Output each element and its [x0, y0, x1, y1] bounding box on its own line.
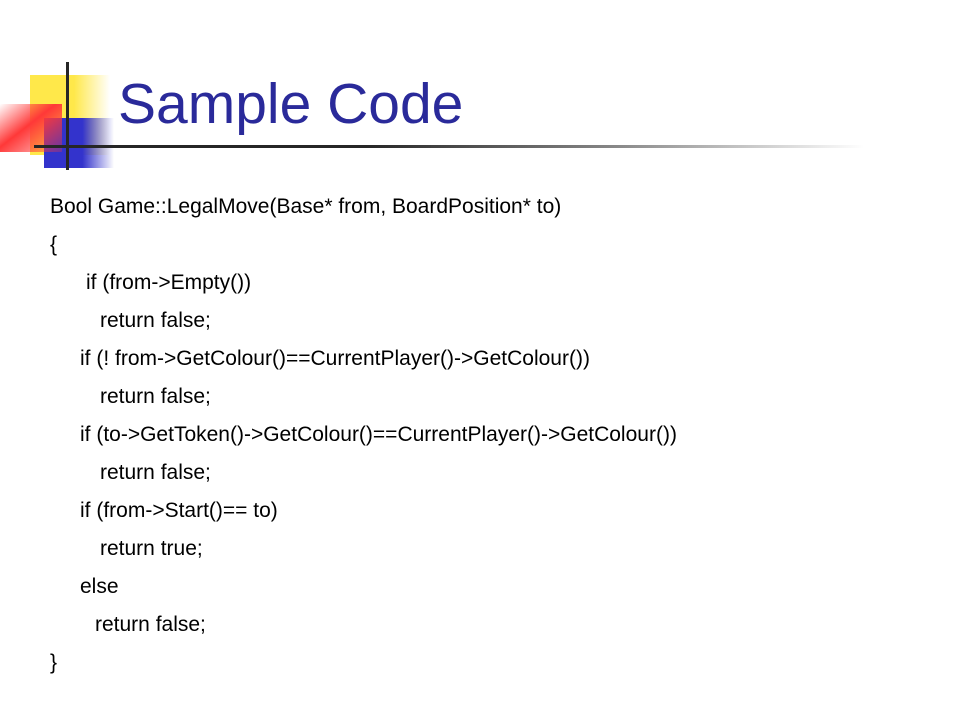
code-line: if (from->Start()== to) [80, 499, 278, 522]
code-line: return false; [100, 461, 211, 484]
code-line: else [80, 575, 119, 598]
code-line: return false; [100, 309, 211, 332]
code-line: if (to->GetToken()->GetColour()==Current… [80, 423, 677, 446]
code-line: return true; [100, 537, 203, 560]
code-line: { [50, 233, 58, 256]
code-line: } [50, 651, 58, 674]
vertical-accent-line [66, 62, 69, 170]
code-line: if (from->Empty()) [86, 271, 252, 294]
code-line: Bool Game::LegalMove(Base* from, BoardPo… [50, 195, 562, 218]
red-square [0, 104, 62, 152]
corner-decoration [0, 62, 114, 170]
code-line: return false; [100, 385, 211, 408]
title-divider [34, 145, 864, 148]
code-line: return false; [95, 613, 206, 636]
code-line: if (! from->GetColour()==CurrentPlayer()… [80, 347, 590, 370]
slide-title: Sample Code [118, 72, 464, 136]
